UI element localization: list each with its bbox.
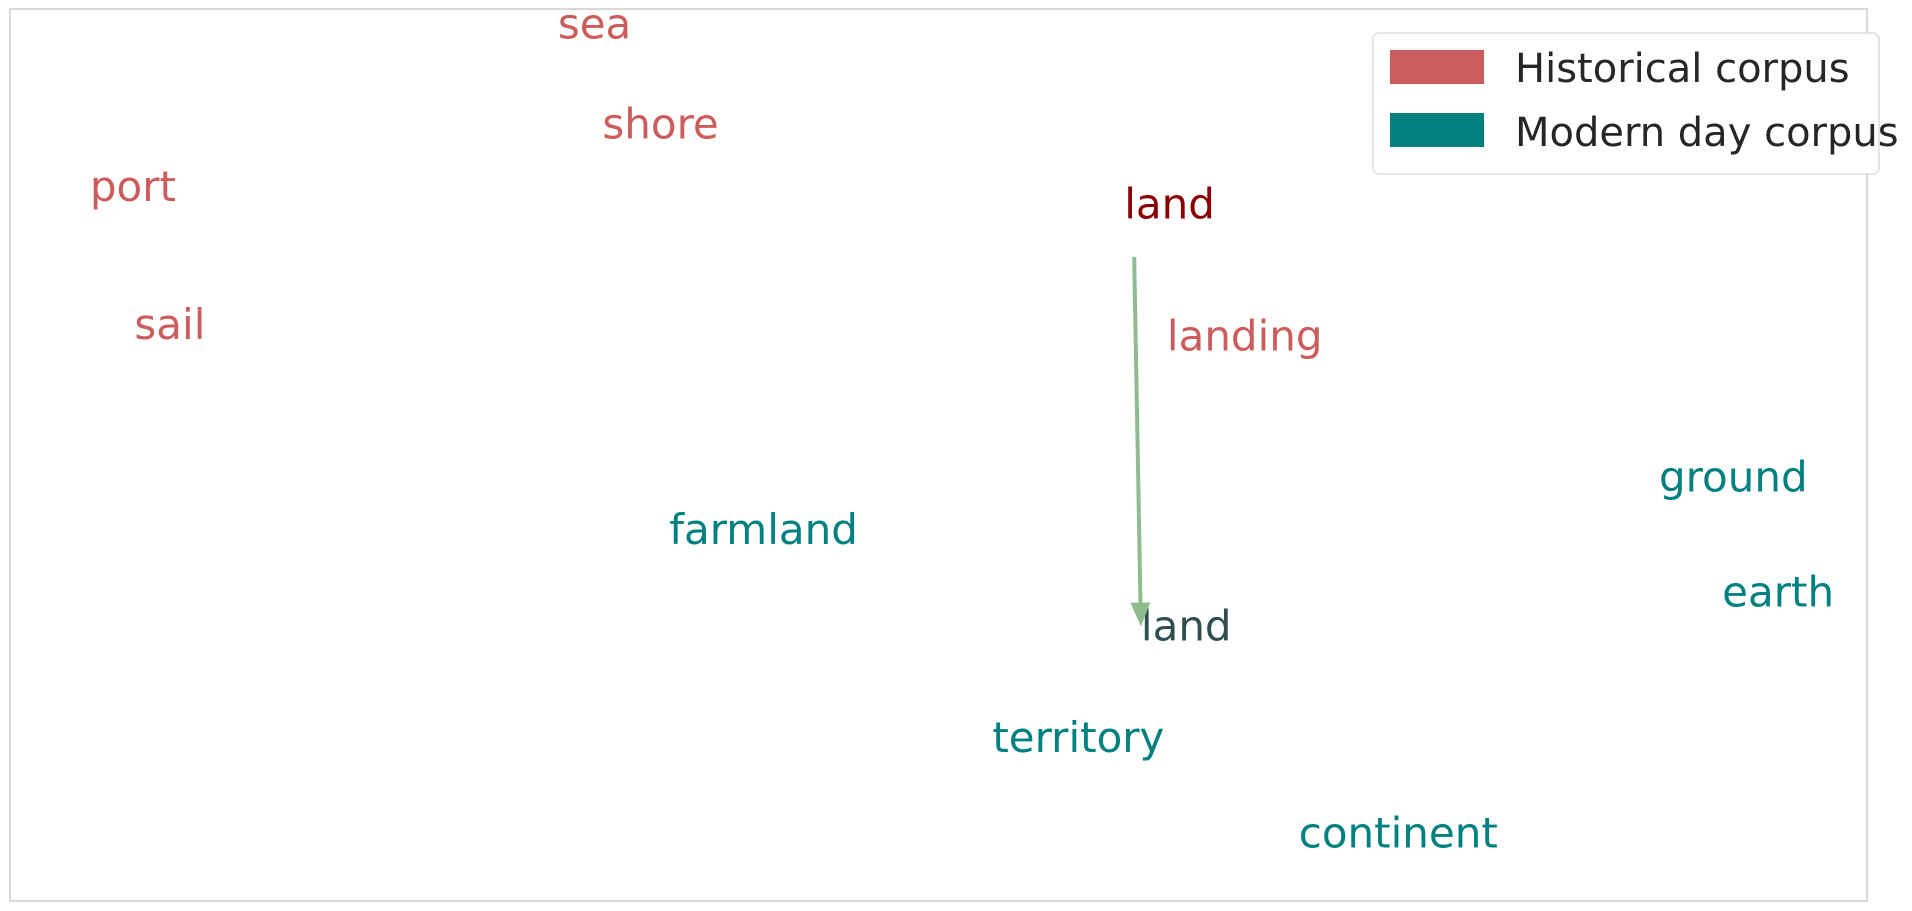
word-label-farmland: farmland <box>669 505 858 554</box>
word-label-territory: territory <box>992 713 1164 762</box>
legend-label-historical: Historical corpus <box>1515 46 1850 92</box>
legend-swatch-historical <box>1390 50 1484 84</box>
word-label-earth: earth <box>1722 568 1834 617</box>
shift-arrow-head <box>1130 602 1151 627</box>
word-label-land-historical: land <box>1124 180 1215 229</box>
plot-frame <box>9 8 1868 902</box>
legend-box <box>1372 32 1880 175</box>
word-label-sea: sea <box>558 0 631 48</box>
legend-label-modern: Modern day corpus <box>1515 110 1899 156</box>
shift-arrow-shaft <box>1132 256 1143 605</box>
word-label-continent: continent <box>1299 808 1498 857</box>
word-label-sail: sail <box>134 300 205 349</box>
legend: Historical corpus Modern day corpus <box>1372 32 1899 175</box>
word-label-shore: shore <box>602 99 718 148</box>
word-label-land-modern: land <box>1141 602 1232 651</box>
word-label-port: port <box>90 162 176 211</box>
legend-swatch-modern <box>1390 113 1484 147</box>
chart-marks: sea shore port sail landing ground farmland ear… <box>90 0 1834 857</box>
word-label-ground: ground <box>1659 453 1808 502</box>
word-label-landing: landing <box>1167 312 1323 361</box>
